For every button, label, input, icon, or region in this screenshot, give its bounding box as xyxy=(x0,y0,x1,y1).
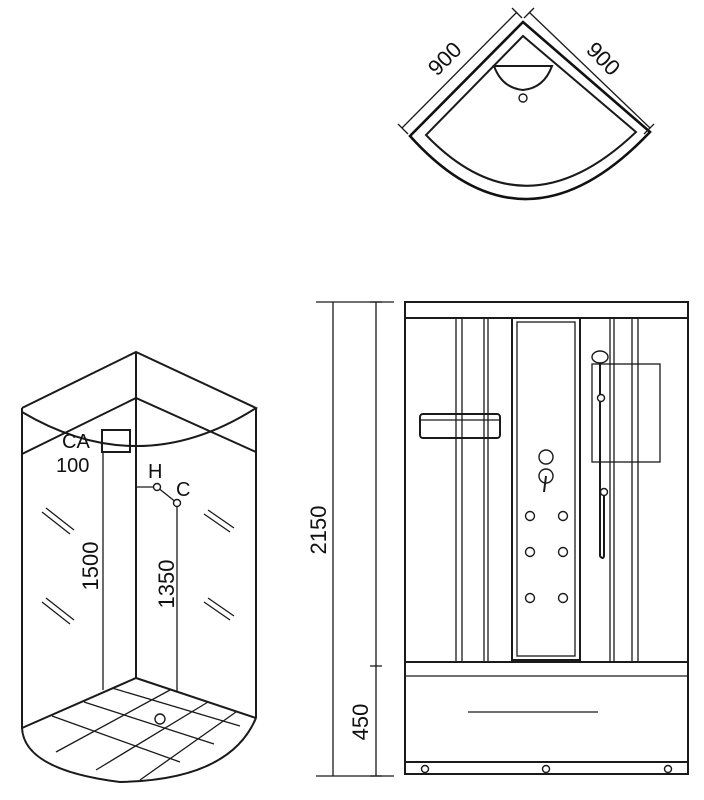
iso-height-left: 1500 xyxy=(78,542,103,591)
iso-label-hot: H xyxy=(148,461,162,483)
front-dimension-column xyxy=(316,301,394,777)
plan-dim-tick xyxy=(523,7,535,19)
front-tray-height: 450 xyxy=(348,704,373,741)
front-shower-head xyxy=(591,350,609,364)
front-shower-hose xyxy=(599,496,605,559)
front-view: 2150 450 xyxy=(306,301,689,777)
plan-tray-inner xyxy=(424,34,638,187)
iso-cold-valve xyxy=(172,498,182,508)
plan-dim-tick xyxy=(511,7,523,19)
iso-hot-valve xyxy=(152,482,162,492)
front-feet xyxy=(420,764,673,774)
iso-tray-front xyxy=(21,717,257,784)
front-mixer-handle xyxy=(543,475,547,493)
iso-label-ca-height: 100 xyxy=(56,455,89,477)
iso-floor xyxy=(21,676,257,729)
plan-corner-seat xyxy=(492,65,554,92)
iso-ca-box xyxy=(101,429,131,453)
front-left-shelf xyxy=(419,413,501,439)
front-cabin-frame xyxy=(404,301,689,775)
front-mixer-top xyxy=(538,449,554,465)
plan-dim-tick xyxy=(397,123,409,135)
iso-view: CA 100 H C 1500 1350 xyxy=(21,350,259,784)
front-center-column-inner xyxy=(516,321,576,657)
front-rail-slider xyxy=(596,393,606,403)
iso-hc-link xyxy=(156,486,178,504)
plan-view: 900 900 xyxy=(397,7,655,201)
plan-dim-tick xyxy=(643,123,655,135)
iso-height-right: 1350 xyxy=(154,560,179,609)
plan-dim-right-line xyxy=(528,11,651,129)
front-total-height: 2150 xyxy=(306,506,331,555)
iso-drain xyxy=(154,713,166,725)
iso-glass-reflections xyxy=(41,507,235,625)
front-rail-holder xyxy=(599,487,609,497)
plan-drain xyxy=(518,93,528,103)
iso-label-cold: C xyxy=(176,479,190,501)
iso-floor-tiles xyxy=(51,687,241,781)
plan-dim-left: 900 xyxy=(423,37,467,81)
iso-roof xyxy=(21,350,259,447)
front-body-jets xyxy=(524,510,569,604)
plan-dim-left-line xyxy=(401,11,518,129)
plan-tray-outline xyxy=(408,20,652,201)
front-mirror xyxy=(591,363,661,463)
iso-label-ca: CA xyxy=(62,431,90,453)
front-panel-lines xyxy=(455,318,639,662)
plan-dim-right: 900 xyxy=(581,37,625,81)
front-center-column xyxy=(511,317,581,661)
